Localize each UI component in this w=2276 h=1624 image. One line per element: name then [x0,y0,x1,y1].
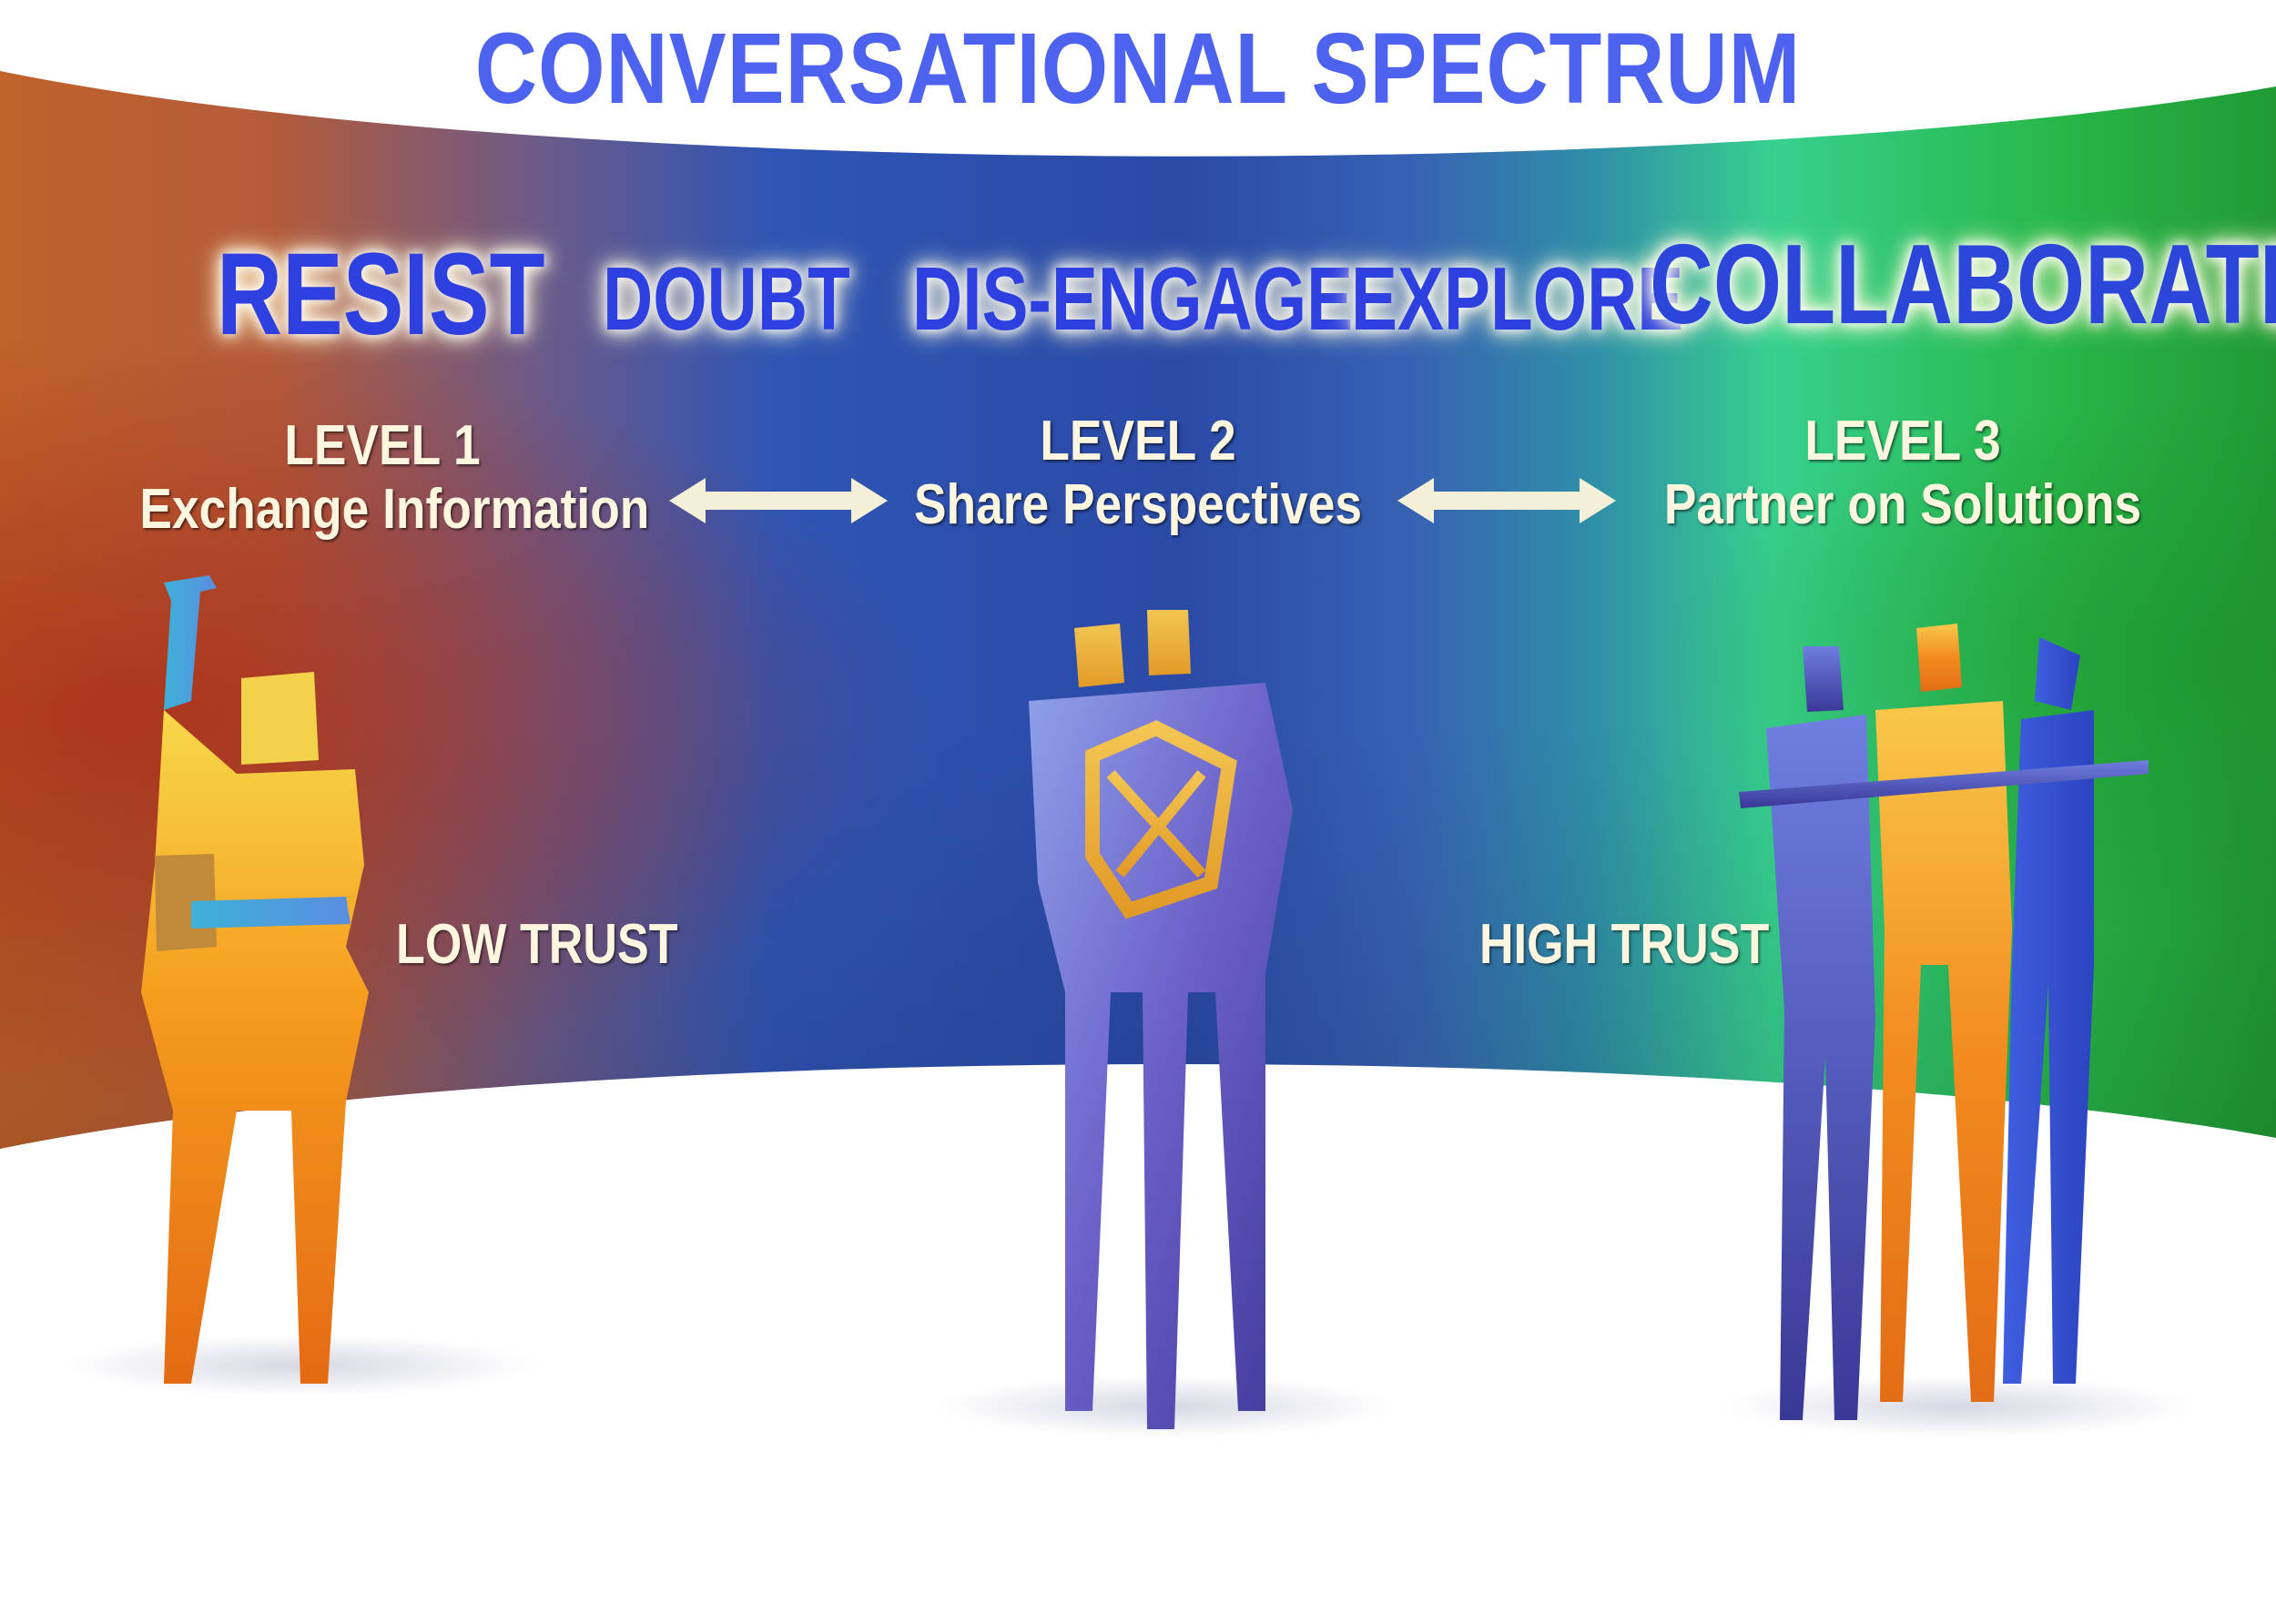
level-1: LEVEL 1 Exchange Information [139,414,650,542]
level-1-title: LEVEL 1 [284,414,481,477]
level-2-title: LEVEL 2 [1040,410,1236,472]
stage-resist: RESIST [217,229,545,360]
resisting-figure-sculpture [141,575,369,1384]
level-3-description: Partner on Solutions [1663,473,2142,536]
stage-explore: EXPLORE [1351,249,1684,349]
level-1-description: Exchange Information [139,478,650,541]
double-arrow-icon [669,478,888,523]
double-arrow-icon [1397,478,1616,523]
high-trust-label: HIGH TRUST [1479,913,1770,976]
level-3-title: LEVEL 3 [1804,410,2001,472]
page-title: CONVERSATIONAL SPECTRUM [474,13,1802,125]
two-figures-sculpture [1029,610,1293,1429]
low-trust-label: LOW TRUST [396,913,678,976]
stage-dis-engage: DIS-ENGAGE [912,249,1354,349]
stage-doubt: DOUBT [603,249,850,349]
level-2-description: Share Perspectives [913,473,1363,536]
level-2: LEVEL 2 Share Perspectives [895,410,1380,537]
level-3: LEVEL 3 Partner on Solutions [1660,410,2145,537]
stage-collaborate: COLLABORATE [1650,222,2276,348]
three-figures-collaborating-sculpture [1739,624,2149,1420]
